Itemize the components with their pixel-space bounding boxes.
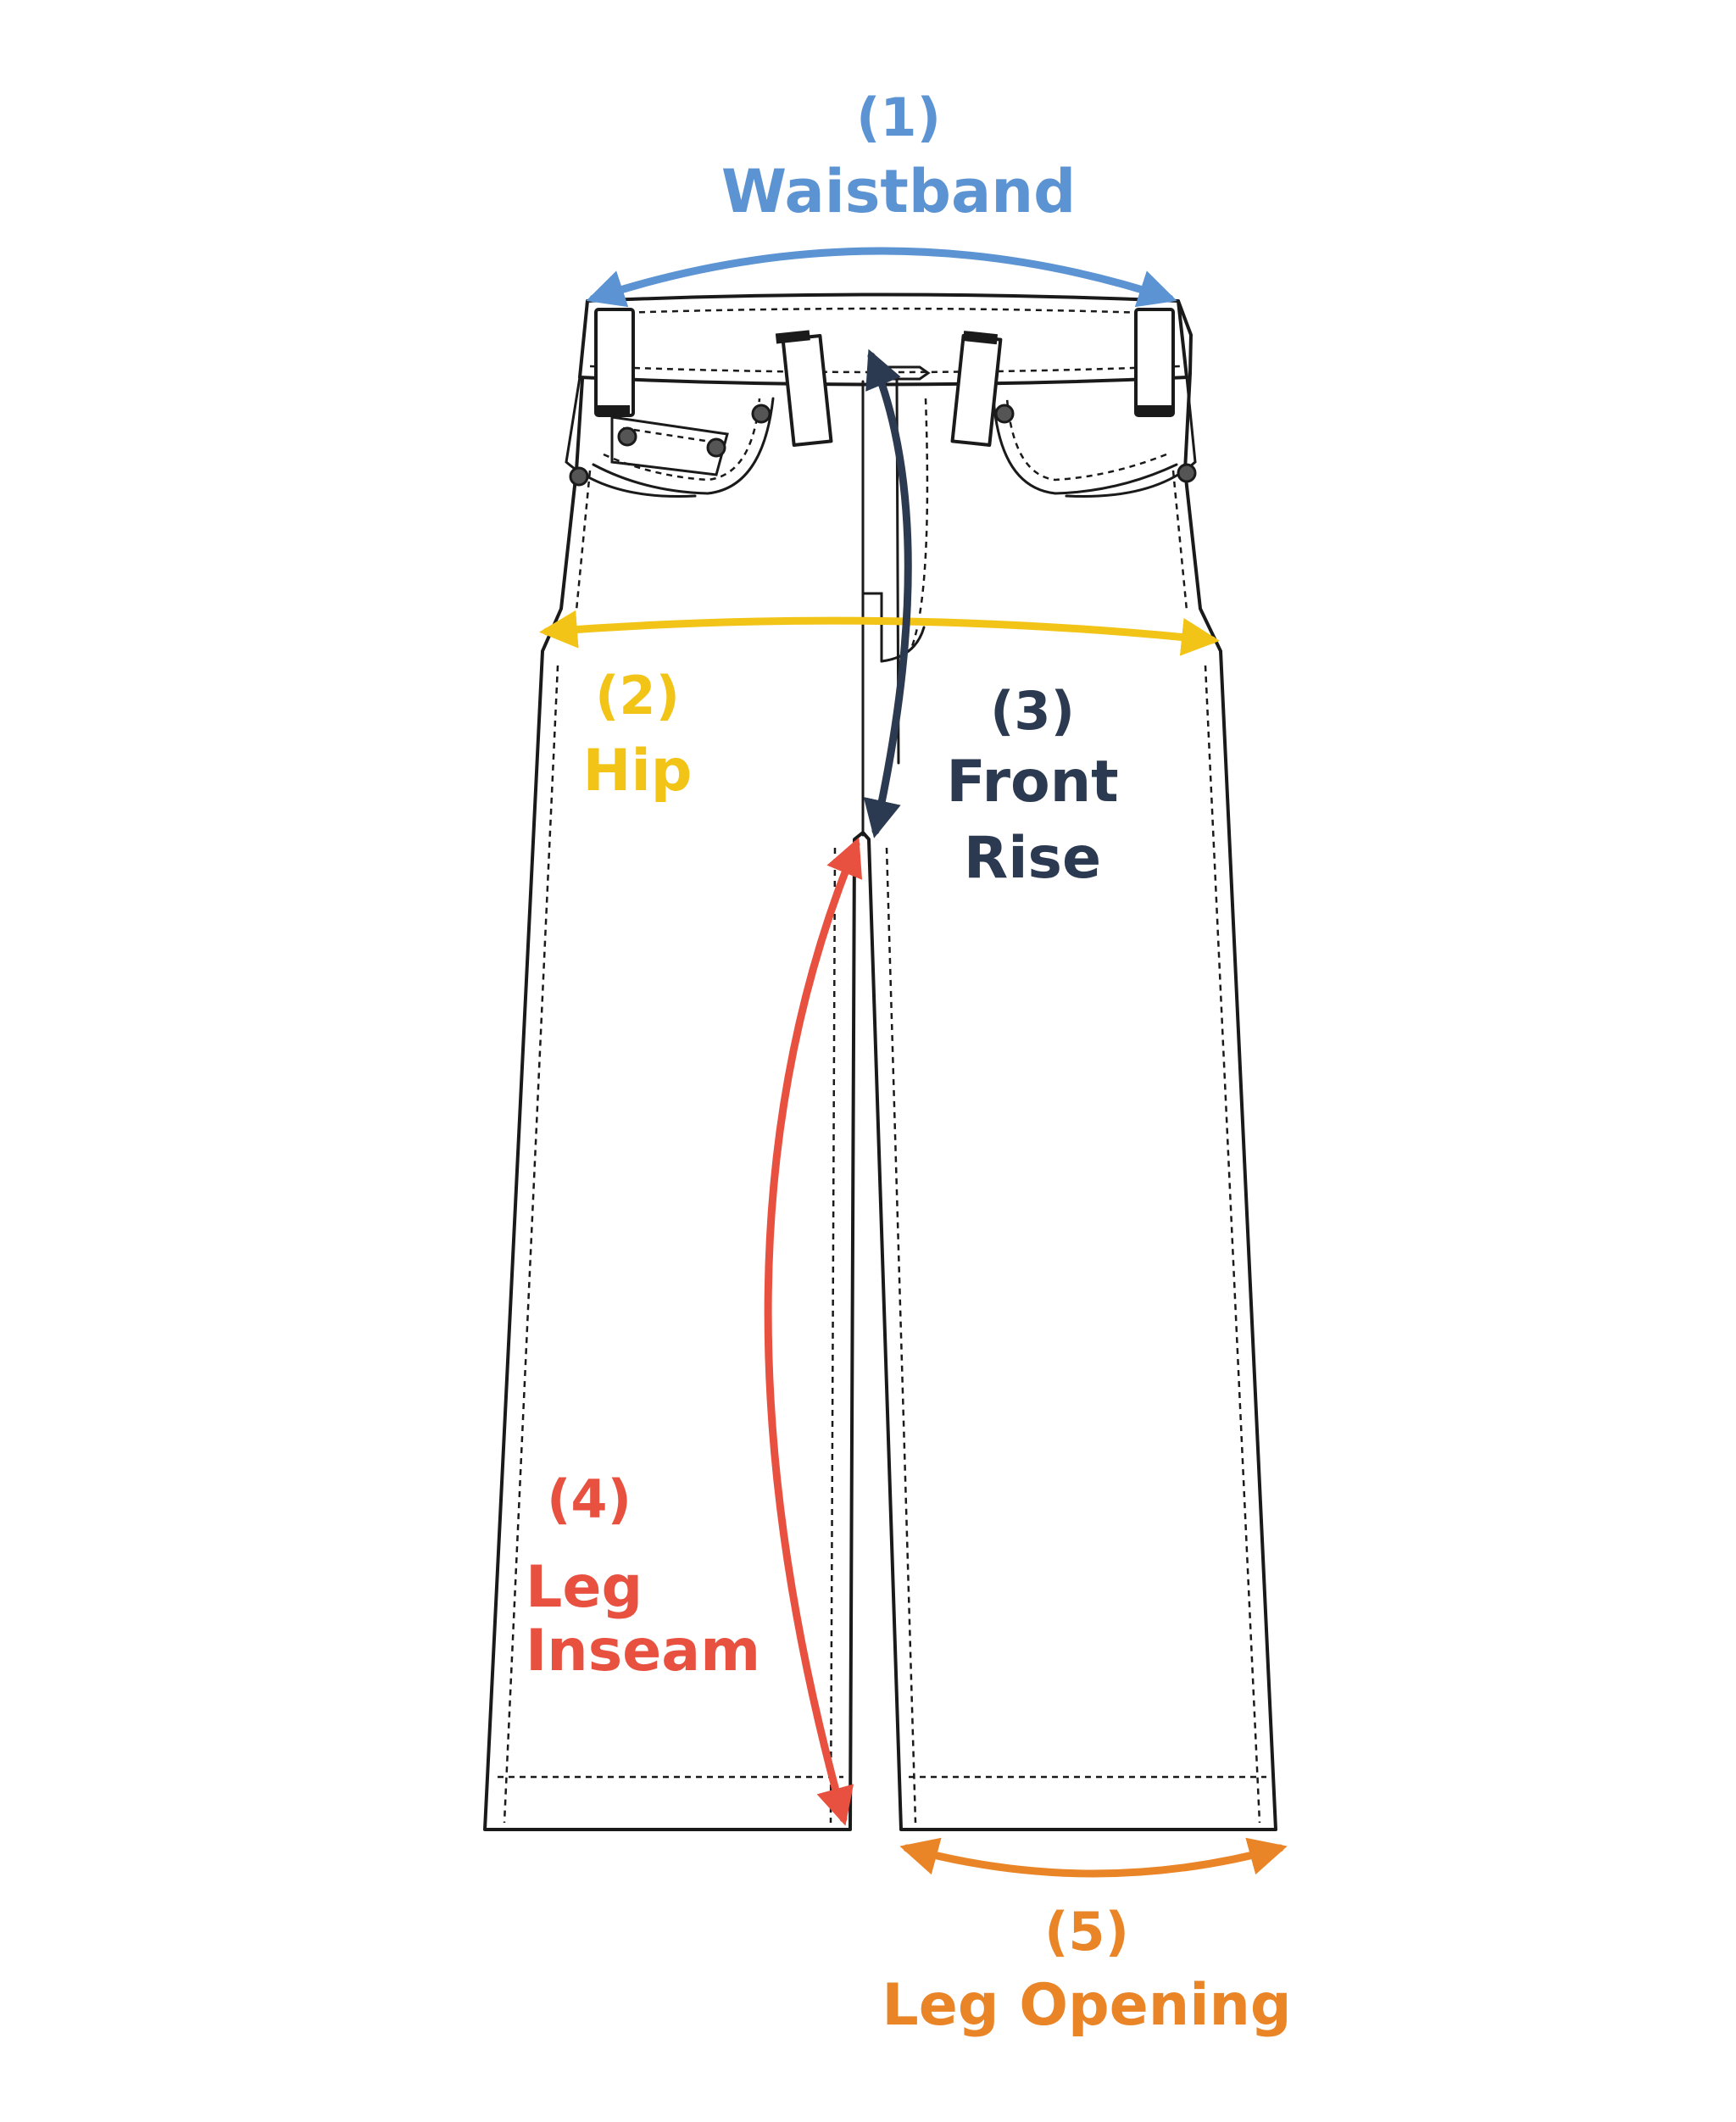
leg-opening-text: Leg Opening bbox=[882, 1972, 1291, 2039]
jeans-outline bbox=[483, 292, 1277, 1831]
front-rise-text-line2: Rise bbox=[964, 825, 1101, 892]
waistband-arrow bbox=[586, 247, 1177, 308]
leg-inseam-text-line1: Leg bbox=[526, 1554, 643, 1621]
waistband-text: Waistband bbox=[721, 157, 1076, 226]
hip-label: (2) Hip bbox=[583, 665, 693, 805]
front-rise-label: (3) Front Rise bbox=[946, 680, 1118, 892]
leg-opening-arrow bbox=[899, 1837, 1288, 1878]
leg-inseam-text-line2: Inseam bbox=[526, 1618, 760, 1685]
front-rise-arrow bbox=[863, 348, 912, 838]
hip-text: Hip bbox=[583, 738, 693, 805]
leg-inseam-label: (4) Leg Inseam bbox=[526, 1468, 760, 1685]
front-rise-number: (3) bbox=[990, 680, 1075, 742]
waistband-label: (1) Waistband bbox=[721, 86, 1076, 226]
leg-inseam-arrow bbox=[764, 837, 863, 1826]
leg-opening-label: (5) Leg Opening bbox=[882, 1901, 1291, 2039]
leg-inseam-number: (4) bbox=[547, 1468, 632, 1530]
front-rise-text-line1: Front bbox=[946, 749, 1118, 816]
hip-number: (2) bbox=[595, 665, 680, 727]
leg-opening-number: (5) bbox=[1044, 1901, 1129, 1963]
waistband-number: (1) bbox=[856, 86, 941, 148]
